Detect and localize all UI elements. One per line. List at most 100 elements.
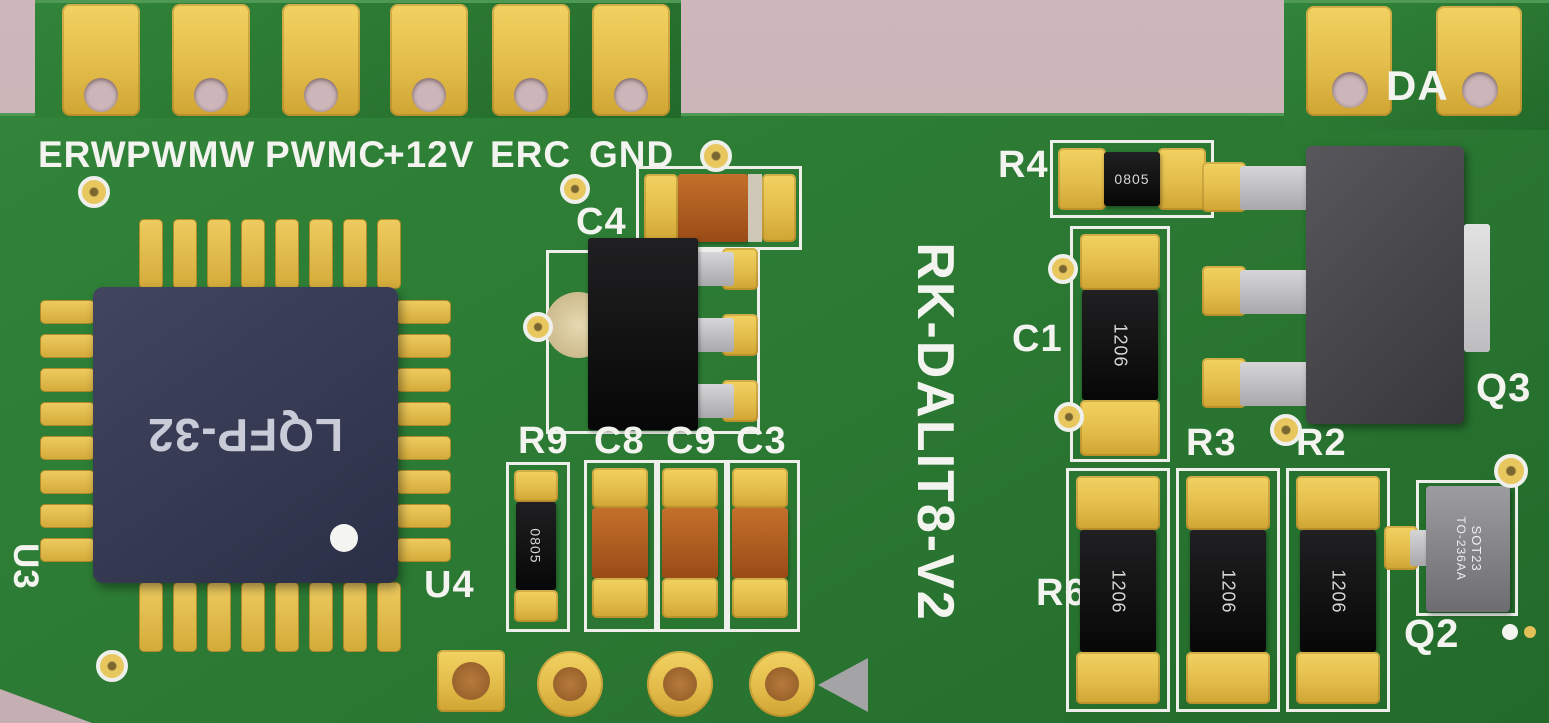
ic-pin: [396, 504, 451, 528]
smd-pad: [1296, 652, 1380, 704]
ref-r4: R4: [998, 144, 1049, 186]
smd-pad: [1076, 476, 1160, 530]
ref-q3: Q3: [1476, 366, 1532, 410]
smd-pad: [1080, 400, 1160, 456]
transistor-q3-body: [1306, 146, 1464, 424]
connector-pad: [1306, 6, 1392, 116]
board-title: RK-DALIT8-V2: [906, 242, 964, 622]
connector-label-erw: ERW: [38, 134, 127, 175]
silkscreen-r3: [1176, 468, 1280, 712]
silkscreen-c8: [584, 460, 660, 632]
cap-end: [644, 174, 678, 242]
q3-lead: [1240, 362, 1308, 406]
connector-label-pwmc: PWMC: [265, 134, 387, 175]
smd-pad: [1202, 266, 1246, 316]
connector-pad: [592, 4, 670, 116]
ic-pin: [40, 504, 95, 528]
ref-c9: C9: [666, 420, 717, 462]
q3-tab: [1464, 224, 1490, 352]
ic-pin: [139, 582, 163, 652]
ic-lqfp32: LQFP-32: [93, 287, 398, 583]
pad-center: [663, 667, 697, 701]
via: [560, 174, 590, 204]
smd-pad: [592, 468, 648, 508]
ic-pin: [396, 538, 451, 562]
resistor-r9-body: 0805: [516, 502, 556, 590]
smd-pad: [1158, 148, 1206, 210]
c1-marking: 1206: [1110, 322, 1131, 368]
pad-center: [452, 662, 490, 700]
pad-hole: [614, 78, 648, 112]
ic-pin: [309, 582, 333, 652]
connector-pad: [492, 4, 570, 116]
cap-c1-body: 1206: [1082, 290, 1158, 400]
ic-pin: [396, 334, 451, 358]
pin1-marker: [330, 524, 358, 552]
pad-center: [553, 667, 587, 701]
q2-type-marking: TO-236AA: [1453, 516, 1468, 582]
ic-pin: [275, 219, 299, 289]
ic-pin: [173, 219, 197, 289]
smd-pad: [1186, 476, 1270, 530]
smd-pad: [1296, 476, 1380, 530]
regulator-lead: [694, 318, 734, 352]
ref-c3: C3: [736, 420, 787, 462]
ref-c1: C1: [1012, 318, 1063, 360]
via: [96, 650, 128, 682]
silkscreen-c9: [654, 460, 730, 632]
smd-pad: [1186, 652, 1270, 704]
smd-pad: [662, 578, 718, 618]
connector-label-12v: +12V: [383, 134, 475, 175]
solder-dot: [1524, 626, 1536, 638]
transistor-q2-body: SOT23 TO-236AA: [1426, 486, 1510, 612]
q2-package-marking: SOT23: [1468, 525, 1484, 573]
smd-pad: [732, 468, 788, 508]
pad-hole: [1462, 72, 1498, 108]
pad-hole: [304, 78, 338, 112]
ic-pin: [40, 300, 95, 324]
ic-lqfp32-marking: LQFP-32: [147, 409, 344, 461]
pad-hole: [412, 78, 446, 112]
ref-c8: C8: [594, 420, 645, 462]
silkscreen-c1: [1070, 226, 1170, 462]
r9-marking: 0805: [528, 528, 544, 564]
mount-pad-square: [437, 650, 505, 712]
connector-label-pwmw: PWMW: [126, 134, 256, 175]
resistor-r4-body: 0805: [1104, 152, 1160, 206]
ic-pin: [40, 334, 95, 358]
pad-hole: [194, 78, 228, 112]
via: [700, 140, 732, 172]
ic-pin: [241, 219, 265, 289]
ic-pin: [241, 582, 265, 652]
ic-pin: [396, 402, 451, 426]
r3-marking: 1206: [1218, 568, 1239, 614]
silkscreen-c3: [724, 460, 800, 632]
ic-pin: [343, 582, 367, 652]
q2-markings: SOT23 TO-236AA: [1452, 517, 1483, 581]
cap-c4-stripe: [748, 174, 762, 242]
r4-marking: 0805: [1114, 171, 1150, 187]
smd-pad: [732, 578, 788, 618]
ic-pin: [207, 582, 231, 652]
cap-c8-body: [592, 508, 648, 578]
ic-pin: [396, 368, 451, 392]
pad-hole: [514, 78, 548, 112]
ic-pin: [40, 436, 95, 460]
pad-hole: [84, 78, 118, 112]
smd-pad: [662, 468, 718, 508]
ic-pin: [139, 219, 163, 289]
cap-c3-body: [732, 508, 788, 578]
mount-pad-round: [749, 651, 815, 717]
ic-pin: [377, 582, 401, 652]
via: [523, 312, 553, 342]
ic-pin: [396, 436, 451, 460]
resistor-r2-body: 1206: [1300, 530, 1376, 652]
smd-pad: [514, 470, 558, 502]
ic-pin: [309, 219, 333, 289]
smd-pad: [592, 578, 648, 618]
triangle-marker: [818, 658, 868, 712]
mount-pad-round: [537, 651, 603, 717]
resistor-r3-body: 1206: [1190, 530, 1266, 652]
connector-label-da: DA: [1386, 62, 1449, 109]
cap-c4-body: [678, 174, 748, 242]
